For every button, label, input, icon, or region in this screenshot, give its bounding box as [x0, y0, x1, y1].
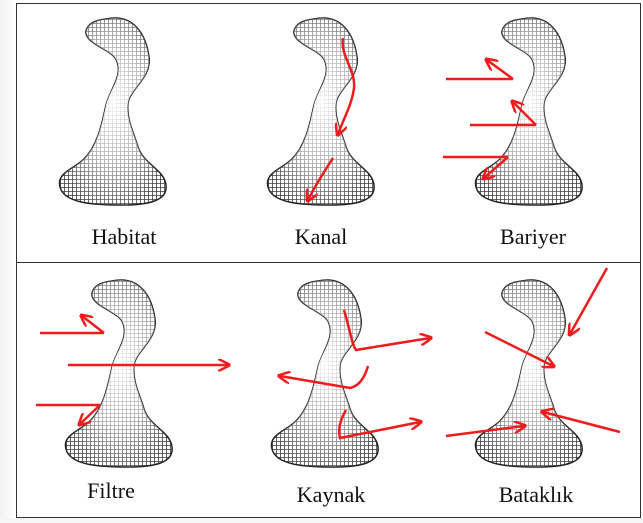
panel-label-bataklik: Bataklık: [499, 482, 574, 508]
bariyer-shape: [475, 18, 582, 205]
sink-arrow-1: [570, 268, 607, 334]
panel-kanal: [267, 18, 374, 205]
panel-label-kaynak: Kaynak: [297, 482, 365, 508]
panel-label-bariyer: Bariyer: [500, 224, 566, 250]
panel-filtre: [36, 280, 228, 467]
panel-label-filtre: Filtre: [87, 478, 135, 504]
filter-reflect-arrow-1: [82, 316, 104, 333]
panel-label-kanal: Kanal: [295, 224, 348, 250]
barrier-reflect-arrow-1: [487, 60, 513, 79]
panel-bataklik: [446, 268, 620, 467]
panel-kaynak: [271, 280, 430, 467]
panel-label-habitat: Habitat: [92, 224, 157, 250]
panel-habitat: [59, 18, 166, 205]
bataklik-shape: [475, 280, 582, 467]
kaynak-shape: [271, 280, 378, 467]
filtre-shape: [65, 280, 172, 467]
habitat-shape: [59, 18, 166, 205]
panel-bariyer: [443, 18, 582, 205]
